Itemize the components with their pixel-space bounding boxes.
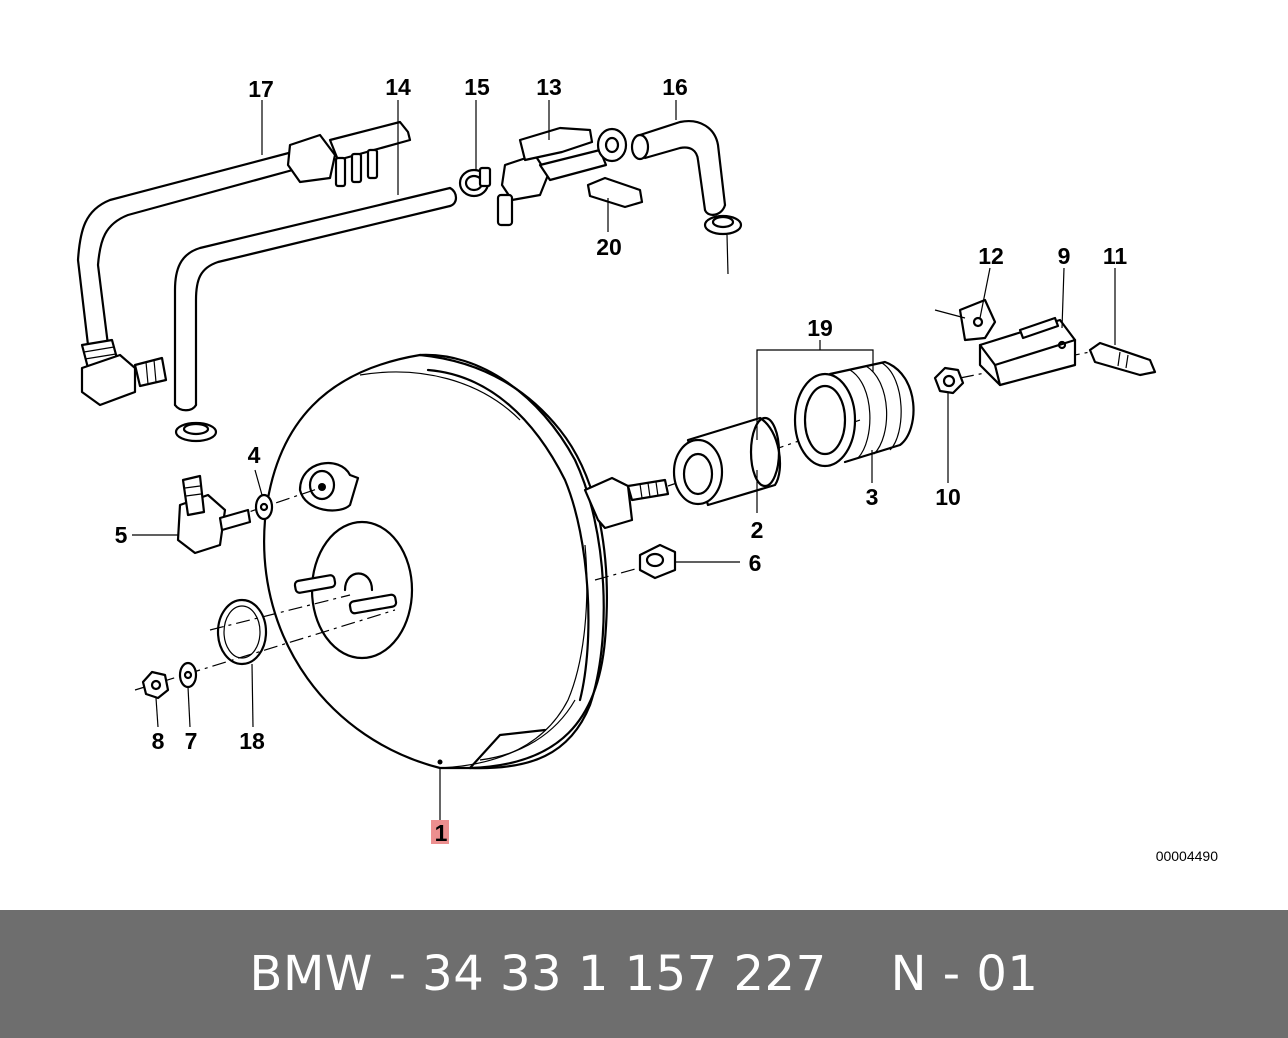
check-valve-5 [176,474,252,555]
fitting-13 [496,126,628,227]
hose-clamp-lower-16 [703,214,743,275]
rubber-boot [793,360,915,468]
seal-ring-18 [216,598,268,666]
brake-booster [263,353,608,770]
booster-studs [293,572,398,615]
label-20[interactable]: 20 [596,234,622,260]
push-rod [583,476,670,530]
label-17[interactable]: 17 [248,76,274,102]
part-labels: 1 2 3 4 5 6 7 8 9 10 11 12 13 14 15 16 1… [115,74,1128,846]
air-filter-cylinder [672,416,782,507]
leader-lines [132,100,1116,820]
hose-clamp-15 [458,166,492,198]
pin-20 [586,176,644,209]
diagram-reference-number: 00004490 [1156,848,1219,864]
label-8[interactable]: 8 [152,728,165,754]
label-12[interactable]: 12 [978,243,1004,269]
label-15[interactable]: 15 [464,74,490,100]
oem-part-code: BMW - 34 33 1 157 227 [249,946,827,1002]
label-5[interactable]: 5 [115,522,128,548]
label-11[interactable]: 11 [1103,243,1128,269]
label-18[interactable]: 18 [239,728,265,754]
label-7[interactable]: 7 [185,728,198,754]
label-14[interactable]: 14 [385,74,411,100]
label-16[interactable]: 16 [662,74,688,100]
hose-elbow-16 [630,120,727,216]
label-6[interactable]: 6 [749,550,762,576]
vacuum-hose-14 [173,186,458,412]
washer-7 [178,661,198,689]
vacuum-hose-17 [76,148,302,407]
mounting-bracket [934,298,1077,387]
bolt-11 [1088,341,1157,377]
label-1[interactable]: 1 [435,820,448,846]
hex-nut-10 [933,366,965,395]
vacuum-connection-flange [298,461,360,512]
label-10[interactable]: 10 [935,484,961,510]
label-19[interactable]: 19 [807,315,833,341]
label-13[interactable]: 13 [536,74,562,100]
label-3[interactable]: 3 [866,484,879,510]
washer-4 [254,493,274,521]
part-number-banner: BMW - 34 33 1 157 227 N - 01 [0,910,1288,1038]
position-code: N - 01 [890,946,1039,1002]
exploded-view-drawing: 1 2 3 4 5 6 7 8 9 10 11 12 13 14 15 16 1… [76,74,1219,864]
nut-8 [141,670,170,700]
highlight-marker [431,820,449,844]
parts-diagram: 1 2 3 4 5 6 7 8 9 10 11 12 13 14 15 16 1… [76,74,1219,864]
hose-clamp-lower [174,421,218,443]
label-2[interactable]: 2 [751,517,764,543]
label-4[interactable]: 4 [248,442,261,468]
tee-valve [286,120,412,188]
part-number-text: BMW - 34 33 1 157 227 N - 01 [250,946,1039,1002]
label-9[interactable]: 9 [1058,243,1071,269]
nut-6 [638,543,677,580]
